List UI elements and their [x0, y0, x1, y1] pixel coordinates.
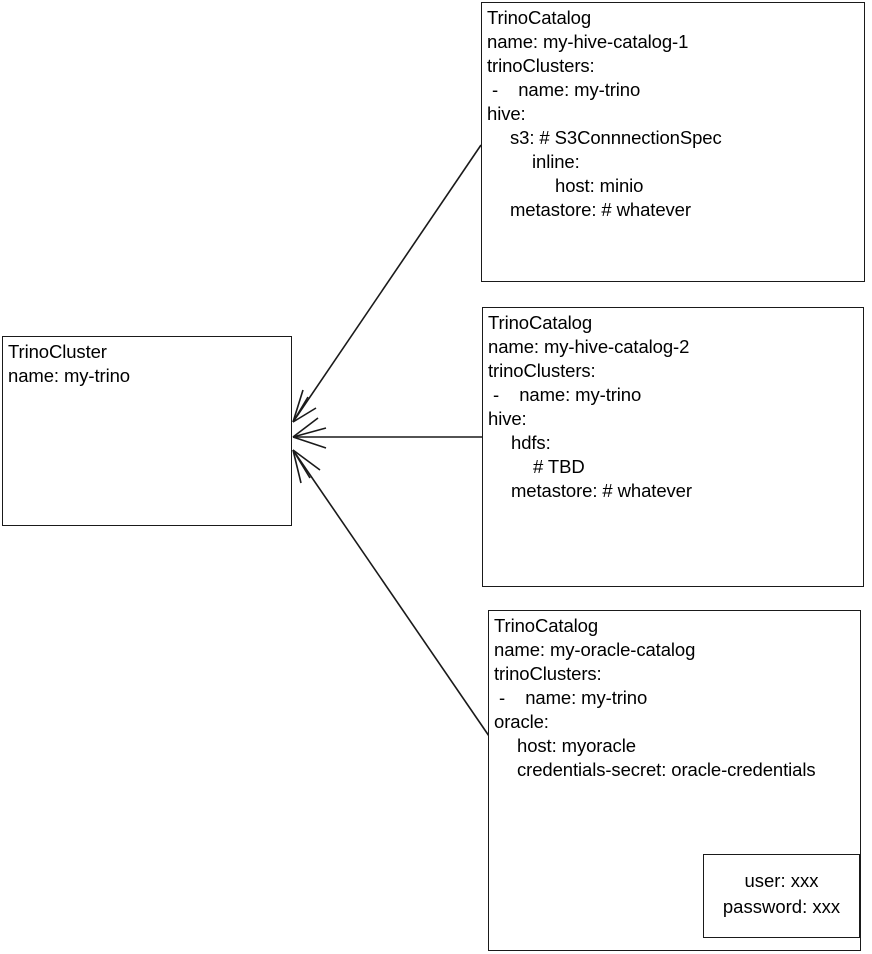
yaml-line: trinoClusters: [487, 55, 595, 76]
node-oracle-credentials-secret-body: user: xxx password: xxx [704, 868, 859, 920]
yaml-line: inline: [532, 151, 580, 172]
yaml-line: hive: [487, 103, 526, 124]
edge-hive-1-to-cluster [292, 144, 482, 423]
yaml-line: metastore: # whatever [510, 199, 691, 220]
node-trino-catalog-hive-2-body: TrinoCatalog name: my-hive-catalog-2 tri… [488, 311, 860, 503]
yaml-line: name: my-hive-catalog-2 [488, 336, 690, 357]
node-trino-catalog-hive-1-body: TrinoCatalog name: my-hive-catalog-1 tri… [487, 6, 861, 222]
yaml-line: host: myoracle [517, 735, 636, 756]
yaml-line: trinoClusters: [494, 663, 602, 684]
edge-hive-2-to-cluster [292, 417, 482, 449]
yaml-line: oracle: [494, 711, 549, 732]
yaml-line: name: my-trino [8, 365, 130, 386]
node-trino-catalog-oracle-body: TrinoCatalog name: my-oracle-catalog tri… [494, 614, 857, 782]
node-trino-cluster-body: TrinoCluster name: my-trino [8, 340, 288, 388]
node-oracle-credentials-secret[interactable]: user: xxx password: xxx [703, 854, 860, 938]
yaml-line: - name: my-trino [492, 79, 641, 100]
yaml-line: # TBD [533, 456, 585, 477]
yaml-line: TrinoCluster [8, 341, 107, 362]
yaml-line: hdfs: [511, 432, 551, 453]
yaml-line: trinoClusters: [488, 360, 596, 381]
yaml-line: TrinoCatalog [488, 312, 593, 333]
yaml-line: host: minio [555, 175, 644, 196]
yaml-line: s3: # S3ConnnectionSpec [510, 127, 722, 148]
yaml-line: - name: my-trino [493, 384, 642, 405]
node-trino-catalog-hive-2[interactable]: TrinoCatalog name: my-hive-catalog-2 tri… [482, 307, 864, 587]
yaml-line: - name: my-trino [499, 687, 648, 708]
yaml-line: name: my-hive-catalog-1 [487, 31, 689, 52]
secret-user-line: user: xxx [744, 870, 819, 891]
secret-password-line: password: xxx [722, 896, 841, 917]
yaml-line: name: my-oracle-catalog [494, 639, 696, 660]
node-trino-cluster[interactable]: TrinoCluster name: my-trino [2, 336, 292, 526]
yaml-line: hive: [488, 408, 527, 429]
edge-oracle-to-cluster [292, 449, 490, 737]
node-trino-catalog-hive-1[interactable]: TrinoCatalog name: my-hive-catalog-1 tri… [481, 2, 865, 282]
node-trino-catalog-oracle[interactable]: TrinoCatalog name: my-oracle-catalog tri… [488, 610, 861, 951]
yaml-line: TrinoCatalog [494, 615, 599, 636]
yaml-line: credentials-secret: oracle-credentials [517, 759, 816, 780]
yaml-line: metastore: # whatever [511, 480, 692, 501]
yaml-line: TrinoCatalog [487, 7, 592, 28]
